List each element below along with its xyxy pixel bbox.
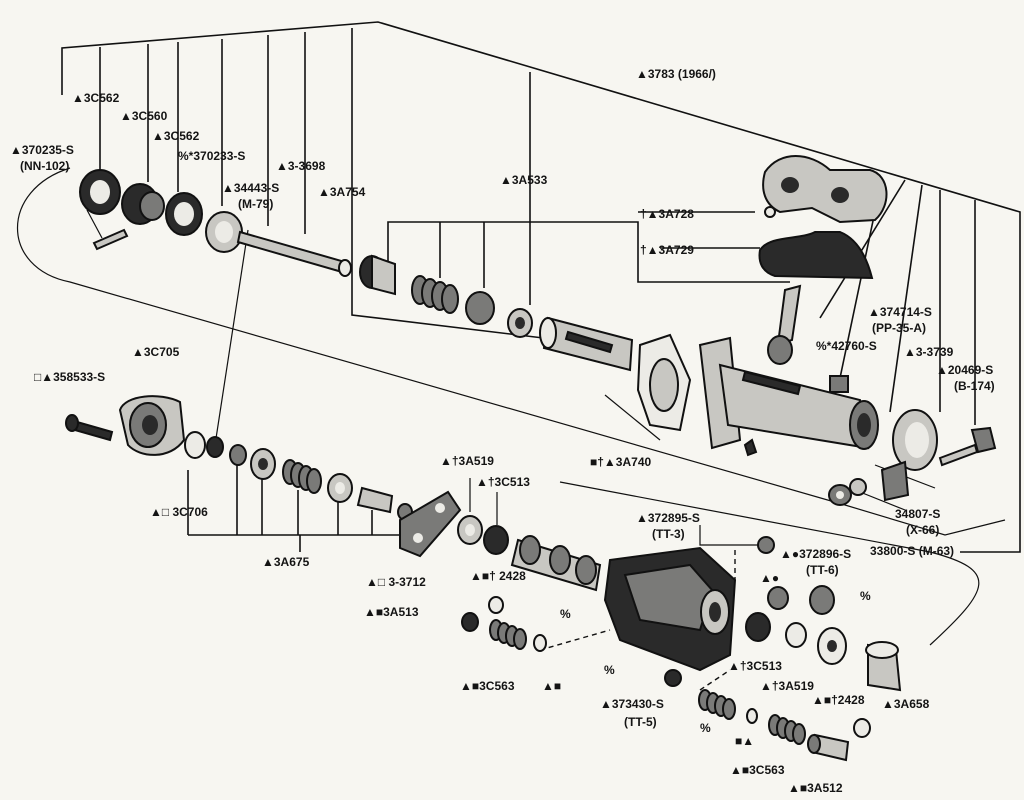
label-373430: ▲373430-S bbox=[600, 697, 664, 711]
label-3c513-b: ▲†3C513 bbox=[728, 659, 782, 673]
label-3a533: ▲3A533 bbox=[500, 173, 548, 187]
spring-low-left bbox=[489, 619, 527, 650]
label-3a658: ▲3A658 bbox=[882, 697, 930, 711]
part-shapes bbox=[65, 155, 997, 762]
label-3a512: ▲■3A512 bbox=[788, 781, 843, 795]
label-3-3739: ▲3-3739 bbox=[904, 345, 954, 359]
label-3a729: †▲3A729 bbox=[640, 243, 694, 257]
spring-low-center bbox=[698, 689, 736, 720]
label-370233: %*370233-S bbox=[178, 149, 245, 163]
label-3a754: ▲3A754 bbox=[318, 185, 366, 199]
label-3-3698: ▲3-3698 bbox=[276, 159, 326, 173]
label-3c562-b: ▲3C562 bbox=[152, 129, 200, 143]
label-3c513-a: ▲†3C513 bbox=[476, 475, 530, 489]
label-372896: ▲●372896-S bbox=[780, 547, 851, 561]
label-3a728: †▲3A728 bbox=[640, 207, 694, 221]
label-mark-3: ■▲ bbox=[735, 734, 754, 748]
label-370235-code: (NN-102) bbox=[20, 159, 69, 173]
label-3c706: ▲□ 3C706 bbox=[150, 505, 208, 519]
label-pct-4: % bbox=[860, 589, 871, 603]
label-3a519-a: ▲†3A519 bbox=[440, 454, 494, 468]
label-34443: ▲34443-S bbox=[222, 181, 279, 195]
label-372896-code: (TT-6) bbox=[806, 563, 839, 577]
part-labels: ▲3783 (1966/) ▲3C562 ▲3C560 ▲3C562 ▲3702… bbox=[10, 67, 995, 795]
spring-low-right bbox=[768, 714, 806, 745]
label-34807: 34807-S bbox=[895, 507, 940, 521]
label-358533: □▲358533-S bbox=[34, 370, 105, 384]
label-mark-2: ▲■ bbox=[542, 679, 561, 693]
label-374714: ▲374714-S bbox=[868, 305, 932, 319]
label-3-3712: ▲□ 3-3712 bbox=[366, 575, 426, 589]
label-3a519-b: ▲†3A519 bbox=[760, 679, 814, 693]
label-3c563-b: ▲■3C563 bbox=[730, 763, 785, 777]
label-20469: ▲20469-S bbox=[936, 363, 993, 377]
label-3c562-a: ▲3C562 bbox=[72, 91, 120, 105]
label-2428-b: ▲■†2428 bbox=[812, 693, 865, 707]
label-42760: %*42760-S bbox=[816, 339, 877, 353]
label-374714-code: (PP-35-A) bbox=[872, 321, 926, 335]
label-20469-code: (B-174) bbox=[954, 379, 995, 393]
label-2428-a: ▲■† 2428 bbox=[470, 569, 526, 583]
label-mark-1: ▲● bbox=[760, 571, 779, 585]
label-pct-3: % bbox=[700, 721, 711, 735]
spring-top bbox=[411, 275, 459, 314]
label-3783: ▲3783 (1966/) bbox=[636, 67, 716, 81]
label-3a675: ▲3A675 bbox=[262, 555, 310, 569]
label-3a513: ▲■3A513 bbox=[364, 605, 419, 619]
label-34443-code: (M-79) bbox=[238, 197, 273, 211]
label-3a740: ■†▲3A740 bbox=[590, 455, 651, 469]
label-34807-code: (X-66) bbox=[906, 523, 939, 537]
label-3c563-a: ▲■3C563 bbox=[460, 679, 515, 693]
label-373430-code: (TT-5) bbox=[624, 715, 657, 729]
label-3c560: ▲3C560 bbox=[120, 109, 168, 123]
label-pct-2: % bbox=[604, 663, 615, 677]
label-370235: ▲370235-S bbox=[10, 143, 74, 157]
label-pct-1: % bbox=[560, 607, 571, 621]
label-33800: 33800-S (M-63) bbox=[870, 544, 954, 558]
label-372895: ▲372895-S bbox=[636, 511, 700, 525]
label-3c705: ▲3C705 bbox=[132, 345, 180, 359]
spring-mid bbox=[282, 459, 322, 494]
label-372895-code: (TT-3) bbox=[652, 527, 685, 541]
